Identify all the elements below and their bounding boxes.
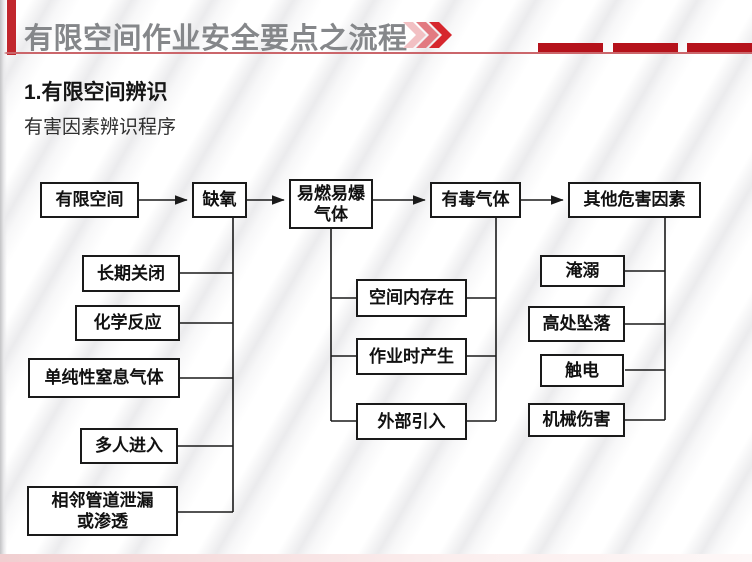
flow-node-generated-during-work: 作业时产生 (356, 338, 467, 375)
flow-node-external-introduction: 外部引入 (356, 403, 467, 440)
page-title: 有限空间作业安全要点之流程 (24, 23, 408, 55)
triple-chevron-right-icon (403, 22, 452, 48)
flow-node-exists-in-space: 空间内存在 (356, 279, 467, 317)
flow-node-mechanical-injury: 机械伤害 (528, 403, 625, 437)
header-dash-3 (687, 43, 752, 52)
accent-bar (7, 0, 16, 55)
flow-node-drowning: 淹溺 (540, 255, 625, 287)
flow-node-adjacent-pipeline-leak: 相邻管道泄漏 或渗透 (27, 486, 178, 536)
section-heading: 1.有限空间辨识 (24, 81, 168, 104)
flow-node-flammable-explosive-gas: 易燃易爆 气体 (289, 179, 373, 229)
flow-node-chemical-reaction: 化学反应 (75, 305, 180, 341)
header-dash-2 (613, 43, 678, 52)
flow-node-toxic-gas: 有毒气体 (430, 182, 521, 218)
page-bottom-edge (0, 554, 752, 562)
flow-node-confined-space: 有限空间 (40, 182, 139, 218)
flow-node-simple-asphyxiant-gas: 单纯性窒息气体 (28, 358, 180, 398)
flow-node-long-term-closure: 长期关闭 (82, 255, 180, 292)
header-dash-1 (538, 43, 603, 52)
header-divider (0, 52, 752, 54)
flow-node-multiple-entrants: 多人进入 (80, 428, 178, 464)
flow-node-electric-shock: 触电 (540, 354, 624, 387)
flow-node-fall-from-height: 高处坠落 (528, 306, 625, 342)
flow-node-oxygen-deficiency: 缺氧 (192, 182, 247, 218)
section-subtitle: 有害因素辨识程序 (24, 117, 177, 138)
flow-node-other-hazards: 其他危害因素 (568, 182, 701, 218)
page-left-edge (0, 0, 7, 562)
